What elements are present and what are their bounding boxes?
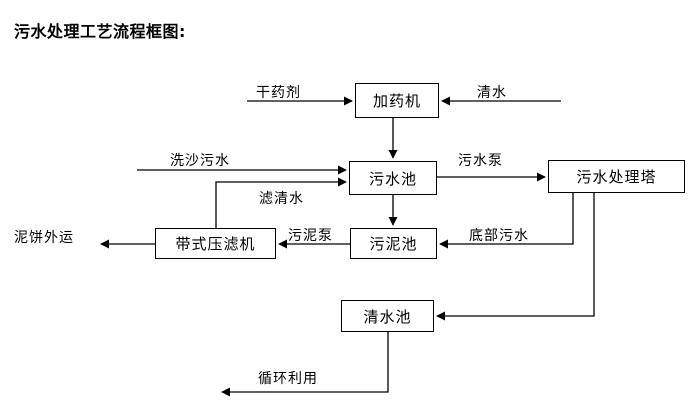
edge-tower-to-clear-water-pool	[436, 193, 595, 321]
node-belt-filter-press[interactable]: 带式压滤机	[155, 228, 276, 259]
node-label-sewage-pool: 污水池	[368, 169, 417, 188]
node-dosing-machine[interactable]: 加药机	[355, 83, 439, 118]
node-label-sludge-pool: 污泥池	[369, 235, 418, 253]
edge-filtered-water-to-sewage-pool	[215, 177, 347, 228]
edge-label-dry-chemical: 干药剂	[256, 85, 301, 101]
node-sewage-pool[interactable]: 污水池	[349, 161, 437, 195]
node-treatment-tower[interactable]: 污水处理塔	[548, 160, 685, 193]
node-label-clear-water-pool: 清水池	[363, 307, 412, 326]
node-label-belt-filter-press: 带式压滤机	[175, 235, 256, 253]
node-clear-water-pool[interactable]: 清水池	[341, 300, 434, 332]
node-label-treatment-tower: 污水处理塔	[576, 168, 657, 186]
edge-tower-bottom-sewage-to-sludge-pool	[439, 193, 574, 249]
edge-label-filtered-water: 滤清水	[259, 191, 304, 207]
edge-clear-water-pool-to-recycle	[221, 332, 389, 397]
edge-label-sludge-pump: 污泥泵	[288, 228, 333, 244]
node-label-dosing-machine: 加药机	[372, 92, 421, 110]
node-sludge-pool[interactable]: 污泥池	[350, 228, 437, 259]
edge-label-sewage-pump: 污水泵	[458, 153, 503, 169]
terminal-label-mud-cake-out: 泥饼外运	[14, 230, 74, 246]
edge-label-sand-wash-sewage: 洗沙污水	[170, 153, 230, 169]
edge-label-recycle-reuse: 循环利用	[258, 371, 318, 387]
page-title: 污水处理工艺流程框图:	[14, 22, 186, 41]
edge-label-clean-water: 清水	[477, 85, 507, 101]
edge-label-bottom-sewage: 底部污水	[469, 228, 529, 244]
